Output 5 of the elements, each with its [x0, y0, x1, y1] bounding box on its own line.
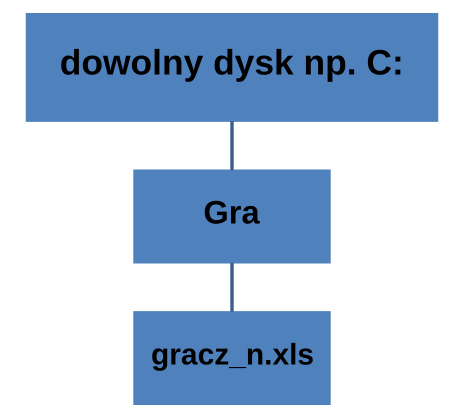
node-box: gracz_n.xls	[132, 311, 330, 406]
node-box: Gra	[132, 170, 330, 264]
node-box: dowolny dysk np. C:	[25, 12, 438, 122]
connector	[230, 121, 234, 170]
connector	[230, 262, 234, 312]
